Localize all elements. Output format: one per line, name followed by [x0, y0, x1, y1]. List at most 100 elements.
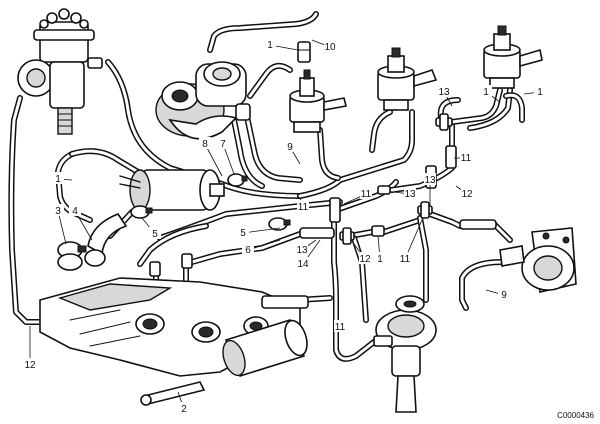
hose-8-inner	[318, 128, 340, 180]
callout-bg-11	[297, 200, 309, 212]
callout-bg-1	[264, 38, 276, 50]
hose-6-inner	[248, 64, 292, 98]
hose-clamp-left	[57, 241, 87, 271]
hose-11-inner	[70, 149, 140, 174]
callout-bg-24	[374, 252, 386, 264]
callout-bg-28	[24, 358, 36, 370]
callout-bg-7	[460, 151, 472, 163]
callout-label-14: 12	[461, 189, 473, 200]
callout-label-26: 9	[501, 290, 507, 301]
callout-label-24: 1	[377, 254, 383, 265]
hose-28-inner	[418, 216, 428, 302]
callout-label-11: 11	[298, 202, 309, 213]
hose-14-inner	[138, 224, 208, 266]
callout-label-17: 4	[72, 206, 78, 217]
callout-bg-10	[284, 140, 296, 152]
air-pump-assembly	[155, 61, 251, 140]
callout-bg-29	[178, 402, 190, 414]
callout-bg-17	[69, 204, 81, 216]
callout-label-2: 10	[324, 42, 336, 53]
fuel-filter-canister	[222, 319, 308, 377]
hose-26-inner	[504, 93, 524, 122]
elbow-hose	[84, 213, 128, 267]
hose-7-inner	[232, 118, 264, 188]
callout-label-21: 13	[296, 245, 308, 256]
callout-bg-20	[242, 243, 254, 255]
callout-label-28: 12	[24, 360, 36, 371]
callout-bg-3	[480, 85, 492, 97]
callout-bg-14	[461, 187, 473, 199]
hose-5-inner	[244, 110, 302, 182]
hose-piece-bottom	[140, 381, 206, 406]
hose-9-inner	[370, 110, 392, 152]
callout-label-15: 13	[424, 175, 436, 186]
callout-bg-27	[334, 320, 346, 332]
callout-label-12: 11	[361, 189, 372, 200]
hose-2-inner	[9, 96, 42, 324]
ignition-distributor	[17, 8, 103, 135]
vacuum-actuator-right	[499, 227, 577, 293]
callout-label-27: 11	[335, 322, 346, 333]
callout-bg-16	[52, 204, 64, 216]
callout-bg-6	[52, 172, 64, 184]
callout-label-3: 1	[483, 87, 489, 98]
hose-3-inner	[208, 12, 318, 52]
callout-bg-13	[404, 187, 416, 199]
hose-clamp-lower	[268, 217, 291, 231]
callout-label-22: 14	[297, 259, 309, 270]
callout-label-5: 13	[438, 87, 450, 98]
hose-24-outline	[449, 87, 503, 125]
figure-code: C0000436	[557, 411, 594, 420]
callout-label-20: 6	[245, 245, 251, 256]
callout-label-4: 1	[537, 87, 543, 98]
hose-25-inner	[468, 88, 512, 130]
hose-1-inner	[106, 60, 302, 198]
callout-bg-23	[359, 252, 371, 264]
callout-bg-8	[199, 137, 211, 149]
callout-leader-8	[204, 143, 223, 177]
callout-label-13: 13	[404, 189, 416, 200]
hose-18-inner	[382, 218, 422, 234]
callout-leader-16	[57, 210, 67, 245]
callout-bg-18	[149, 227, 161, 239]
callout-label-23: 12	[359, 254, 371, 265]
callout-leader-19	[242, 227, 281, 234]
hose-clamp-upper	[227, 173, 248, 187]
callout-label-18: 5	[152, 229, 158, 240]
callout-bg-2	[324, 40, 336, 52]
callout-label-29: 2	[181, 404, 187, 415]
callout-bg-15	[424, 173, 436, 185]
callout-label-6: 1	[55, 174, 61, 185]
vacuum-valve-upper-right	[483, 25, 543, 89]
callout-bg-26	[498, 288, 510, 300]
callout-label-19: 5	[240, 228, 246, 239]
hose-10-inner	[56, 152, 92, 222]
callout-bg-12	[360, 187, 372, 199]
callout-label-10: 9	[287, 142, 293, 153]
callout-bg-22	[297, 257, 309, 269]
callout-bg-25	[399, 252, 411, 264]
callout-label-16: 3	[55, 206, 61, 217]
hose-15-inner	[190, 232, 302, 264]
callout-label-7: 11	[461, 153, 472, 164]
callout-bg-4	[534, 85, 546, 97]
inline-check-valve	[297, 41, 311, 63]
diverter-valve	[373, 295, 437, 413]
hose-20-inner	[428, 212, 462, 228]
callout-bg-5	[438, 85, 450, 97]
callout-bg-21	[296, 243, 308, 255]
callout-bg-19	[237, 226, 249, 238]
vacuum-canister-middle	[119, 169, 225, 211]
callout-label-25: 11	[400, 254, 411, 265]
hose-4-inner	[298, 110, 414, 198]
hose-clamp-middle	[130, 205, 153, 219]
hose-30-inner	[460, 260, 504, 310]
callout-bg-9	[217, 137, 229, 149]
hose-24-inner	[450, 88, 502, 124]
callout-label-1: 1	[267, 40, 273, 51]
callout-label-8: 8	[202, 139, 208, 150]
vacuum-valve-upper-left	[289, 69, 347, 133]
vacuum-valve-upper-middle	[377, 47, 438, 111]
